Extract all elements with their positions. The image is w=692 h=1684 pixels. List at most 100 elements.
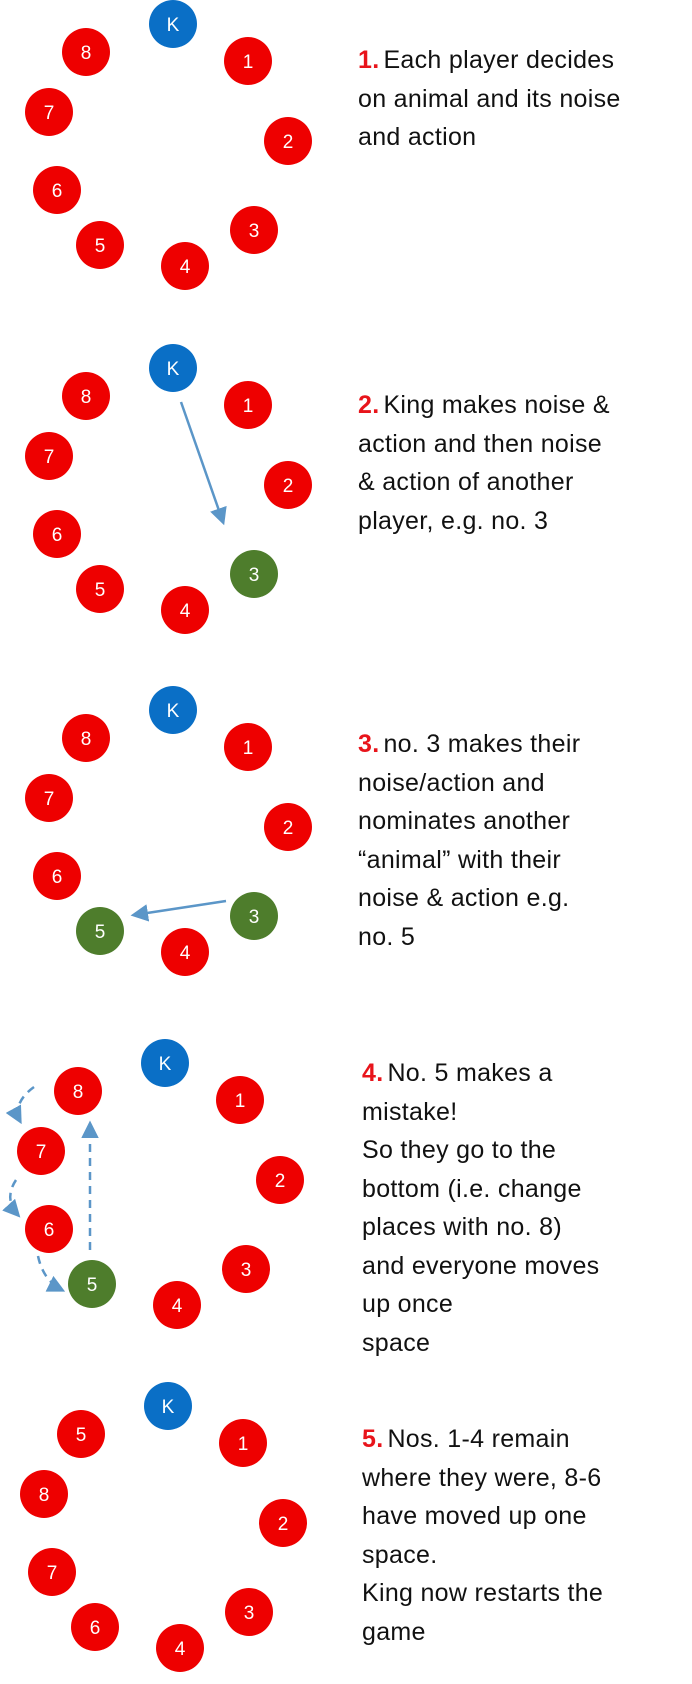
- player-circle: [33, 166, 81, 214]
- circles-layer: K12345678K12345678K12345678K12345678K123…: [17, 0, 312, 1672]
- circle-label: 8: [73, 1082, 84, 1103]
- step-number: 2.: [358, 391, 380, 419]
- player-circle: [76, 907, 124, 955]
- step-line: Each player decides: [383, 46, 615, 74]
- circle-label: 6: [44, 1220, 55, 1241]
- circle-label: 6: [52, 181, 63, 202]
- step-5-text: 5.Nos. 1-4 remain where they were, 8-6 h…: [362, 1420, 692, 1651]
- player-circle: [224, 37, 272, 85]
- step-line: “animal” with their: [358, 845, 561, 874]
- step-number: 3.: [358, 730, 380, 758]
- player-circle: [25, 432, 73, 480]
- step-line: player, e.g. no. 3: [358, 506, 549, 535]
- circle-label: 7: [47, 1563, 58, 1584]
- player-circle: [216, 1076, 264, 1124]
- step-line: bottom (i.e. change: [362, 1174, 582, 1203]
- player-circle: [153, 1281, 201, 1329]
- step-line: up once: [362, 1290, 454, 1318]
- player-circle: [230, 550, 278, 598]
- step-2-text: 2.King makes noise & action and then noi…: [358, 386, 688, 540]
- step-line: where they were, 8-6: [362, 1463, 602, 1492]
- step-line: no. 3 makes their: [383, 730, 581, 758]
- step-line: mistake!: [362, 1097, 458, 1126]
- player-circle: [156, 1624, 204, 1672]
- step-line: no. 5: [358, 922, 416, 951]
- step-3-text: 3.no. 3 makes their noise/action and nom…: [358, 725, 688, 956]
- player-circle: [57, 1410, 105, 1458]
- player-circle: [222, 1245, 270, 1293]
- circle-label: 3: [249, 565, 260, 586]
- player-circle: [224, 723, 272, 771]
- step-line: and everyone moves: [362, 1251, 600, 1280]
- circle-label: 5: [95, 580, 106, 601]
- step-line: No. 5 makes a: [387, 1059, 553, 1087]
- circle-label: K: [167, 15, 180, 36]
- circle-label: 2: [283, 132, 294, 153]
- circle-label: 8: [81, 387, 92, 408]
- player-circle: [62, 714, 110, 762]
- step-line: So they go to the: [362, 1136, 557, 1164]
- step-line: have moved up one: [362, 1502, 587, 1530]
- circle-label: 1: [243, 396, 254, 417]
- circle-label: 7: [44, 103, 55, 124]
- king-circle: [141, 1039, 189, 1087]
- player-circle: [33, 510, 81, 558]
- player-circle: [54, 1067, 102, 1115]
- player-circle: [33, 852, 81, 900]
- circle-label: 5: [95, 236, 106, 257]
- circle-label: 4: [172, 1296, 183, 1317]
- circle-label: K: [167, 701, 180, 722]
- player-circle: [62, 372, 110, 420]
- player-circle: [62, 28, 110, 76]
- player-circle: [71, 1603, 119, 1651]
- king-circle: [149, 0, 197, 48]
- player-circle: [25, 88, 73, 136]
- step-line: noise & action e.g.: [358, 884, 570, 912]
- player-circle: [161, 928, 209, 976]
- step-4-text: 4.No. 5 makes a mistake! So they go to t…: [362, 1054, 692, 1362]
- circle-label: 7: [44, 789, 55, 810]
- player-circle: [25, 774, 73, 822]
- arrow-7-to-6: [2, 1179, 21, 1218]
- arrow-6-to-5: [36, 1255, 66, 1292]
- step-number: 1.: [358, 46, 380, 74]
- player-circle: [230, 892, 278, 940]
- player-circle: [17, 1127, 65, 1175]
- circle-label: 6: [52, 525, 63, 546]
- player-circle: [76, 221, 124, 269]
- player-circle: [161, 586, 209, 634]
- player-circle: [68, 1260, 116, 1308]
- circle-label: 5: [95, 922, 106, 943]
- player-circle: [28, 1548, 76, 1596]
- circle-label: K: [162, 1397, 175, 1418]
- circle-label: 3: [249, 221, 260, 242]
- circle-label: K: [159, 1054, 172, 1075]
- circle-label: 7: [44, 447, 55, 468]
- circle-label: 1: [235, 1091, 246, 1112]
- step-line: and action: [358, 123, 477, 151]
- arrow-king-to-3: [179, 401, 227, 526]
- player-circle: [219, 1419, 267, 1467]
- circle-label: 6: [52, 867, 63, 888]
- step-line: King makes noise &: [383, 391, 610, 419]
- step-line: & action of another: [358, 468, 574, 496]
- step-number: 4.: [362, 1059, 384, 1087]
- circle-label: 3: [249, 907, 260, 928]
- player-circle: [20, 1470, 68, 1518]
- circle-label: 8: [39, 1485, 50, 1506]
- king-circle: [144, 1382, 192, 1430]
- circle-label: 5: [76, 1425, 87, 1446]
- player-circle: [256, 1156, 304, 1204]
- circle-label: 2: [283, 476, 294, 497]
- circle-label: 4: [175, 1639, 186, 1660]
- circle-label: 1: [243, 52, 254, 73]
- circle-label: 7: [36, 1142, 47, 1163]
- step-line: space.: [362, 1540, 438, 1569]
- arrows-layer: [2, 401, 227, 1292]
- circle-label: 4: [180, 943, 191, 964]
